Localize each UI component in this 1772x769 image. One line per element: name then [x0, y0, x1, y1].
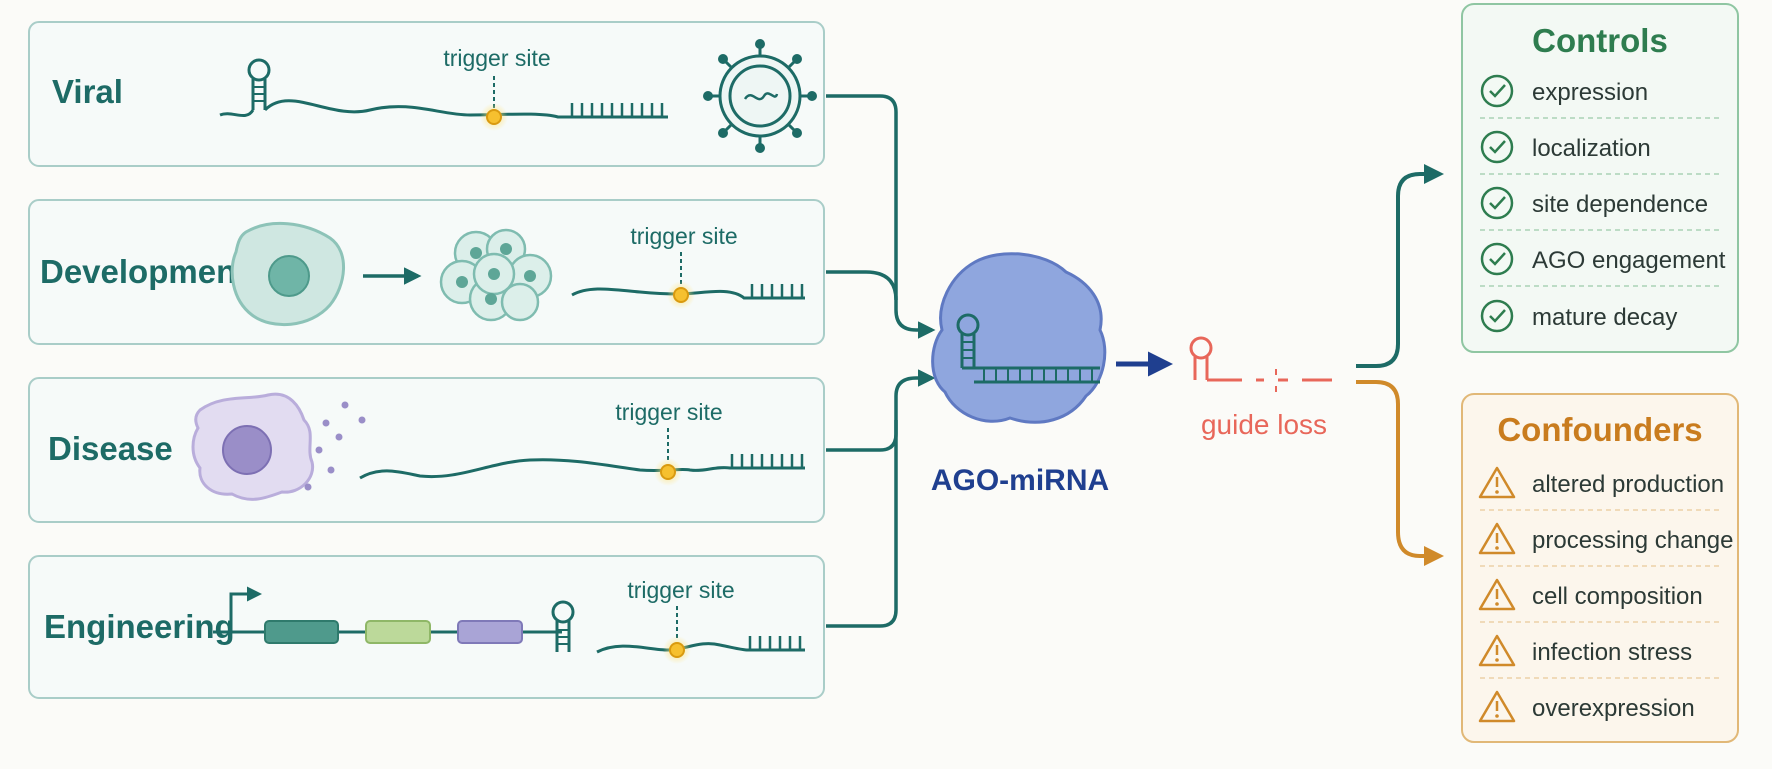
check-circle-icon [1480, 242, 1514, 276]
confounders-item-label: processing change [1532, 527, 1733, 554]
row-title: Disease [48, 430, 173, 467]
confounders-item-label: overexpression [1532, 695, 1695, 722]
controls-item-label: localization [1532, 135, 1651, 162]
confounders-item: altered production [1478, 466, 1724, 511]
controls-item: site dependence [1480, 186, 1722, 231]
row-viral: Viral trigger site [28, 21, 825, 167]
hairpin-icon [551, 600, 575, 652]
base-pairs [983, 368, 1093, 382]
controls-arrow [1356, 164, 1444, 368]
warning-triangle-icon [1478, 466, 1516, 499]
row-engineering: Engineering trigger site [28, 555, 825, 699]
trigger-site-marker [653, 457, 683, 487]
controls-item: AGO engagement [1480, 242, 1726, 287]
poly-a-tail [748, 636, 802, 650]
confounders-item-label: cell composition [1532, 583, 1703, 610]
trigger-site-label: trigger site [630, 223, 737, 249]
controls-item: expression [1480, 74, 1722, 119]
warning-triangle-icon [1478, 690, 1516, 723]
diseased-cell-icon [191, 392, 315, 501]
confounders-item: processing change [1478, 522, 1733, 567]
confounders-title: Confounders [1497, 411, 1702, 448]
confounders-panel: Confounders altered production processin… [1461, 393, 1739, 743]
hairpin-icon [247, 58, 271, 110]
panel-box [1461, 3, 1739, 353]
trigger-site-marker [662, 635, 692, 665]
check-circle-icon [1480, 299, 1514, 333]
trigger-site-label: trigger site [627, 577, 734, 603]
controls-item-label: site dependence [1532, 191, 1708, 218]
trigger-site-marker [479, 102, 509, 132]
confounders-arrow [1356, 380, 1444, 566]
warning-triangle-icon [1478, 522, 1516, 555]
row-title: Engineering [44, 608, 235, 645]
controls-item-label: expression [1532, 79, 1648, 106]
trigger-site-label: trigger site [615, 399, 722, 425]
virus-icon [703, 39, 817, 153]
confounders-item: overexpression [1478, 690, 1695, 723]
controls-panel: Controls expression localization site de… [1461, 3, 1739, 353]
controls-item: mature decay [1480, 299, 1677, 333]
row-disease: Disease trigger site [28, 377, 825, 523]
ago-mirna-complex: AGO-miRNA [931, 252, 1109, 497]
mrna-strand [596, 642, 805, 654]
ago-protein-shape [931, 252, 1107, 424]
stem-cell-icon [230, 221, 345, 327]
converging-arrows [826, 94, 936, 628]
hairpin-icon [956, 313, 980, 368]
degraded-hairpin-icon [1189, 336, 1213, 380]
confounders-item-label: altered production [1532, 471, 1724, 498]
check-circle-icon [1480, 130, 1514, 164]
controls-item-label: mature decay [1532, 304, 1677, 331]
construct-block [264, 620, 339, 644]
check-circle-icon [1480, 186, 1514, 220]
construct-block [365, 620, 431, 644]
poly-a-tail [570, 103, 664, 117]
controls-item: localization [1480, 130, 1722, 175]
poly-a-tail [750, 284, 804, 298]
mrna-strand [219, 99, 668, 119]
construct-block [457, 620, 523, 644]
poly-a-tail [730, 454, 804, 468]
guide-loss-label: guide loss [1201, 409, 1327, 440]
warning-triangle-icon [1478, 578, 1516, 611]
trigger-site-label: trigger site [443, 45, 550, 71]
row-developmental: Developmental trigger site [28, 199, 825, 345]
guide-loss: guide loss [1189, 336, 1332, 440]
released-particles [304, 401, 366, 491]
confounders-item: cell composition [1478, 578, 1722, 623]
confounders-item-label: infection stress [1532, 639, 1692, 666]
cell-cluster-icon [439, 228, 553, 322]
trigger-site-marker [666, 280, 696, 310]
confounders-item: infection stress [1478, 634, 1722, 679]
controls-title: Controls [1532, 22, 1668, 59]
row-box [28, 21, 825, 167]
mrna-strand [359, 458, 805, 480]
controls-item-label: AGO engagement [1532, 247, 1726, 274]
row-title: Viral [52, 73, 123, 110]
panel-box [1461, 393, 1739, 743]
row-box [28, 199, 825, 345]
check-circle-icon [1480, 74, 1514, 108]
ago-mirna-label: AGO-miRNA [931, 464, 1109, 497]
warning-triangle-icon [1478, 634, 1516, 667]
promoter-arrow-icon [229, 586, 262, 632]
